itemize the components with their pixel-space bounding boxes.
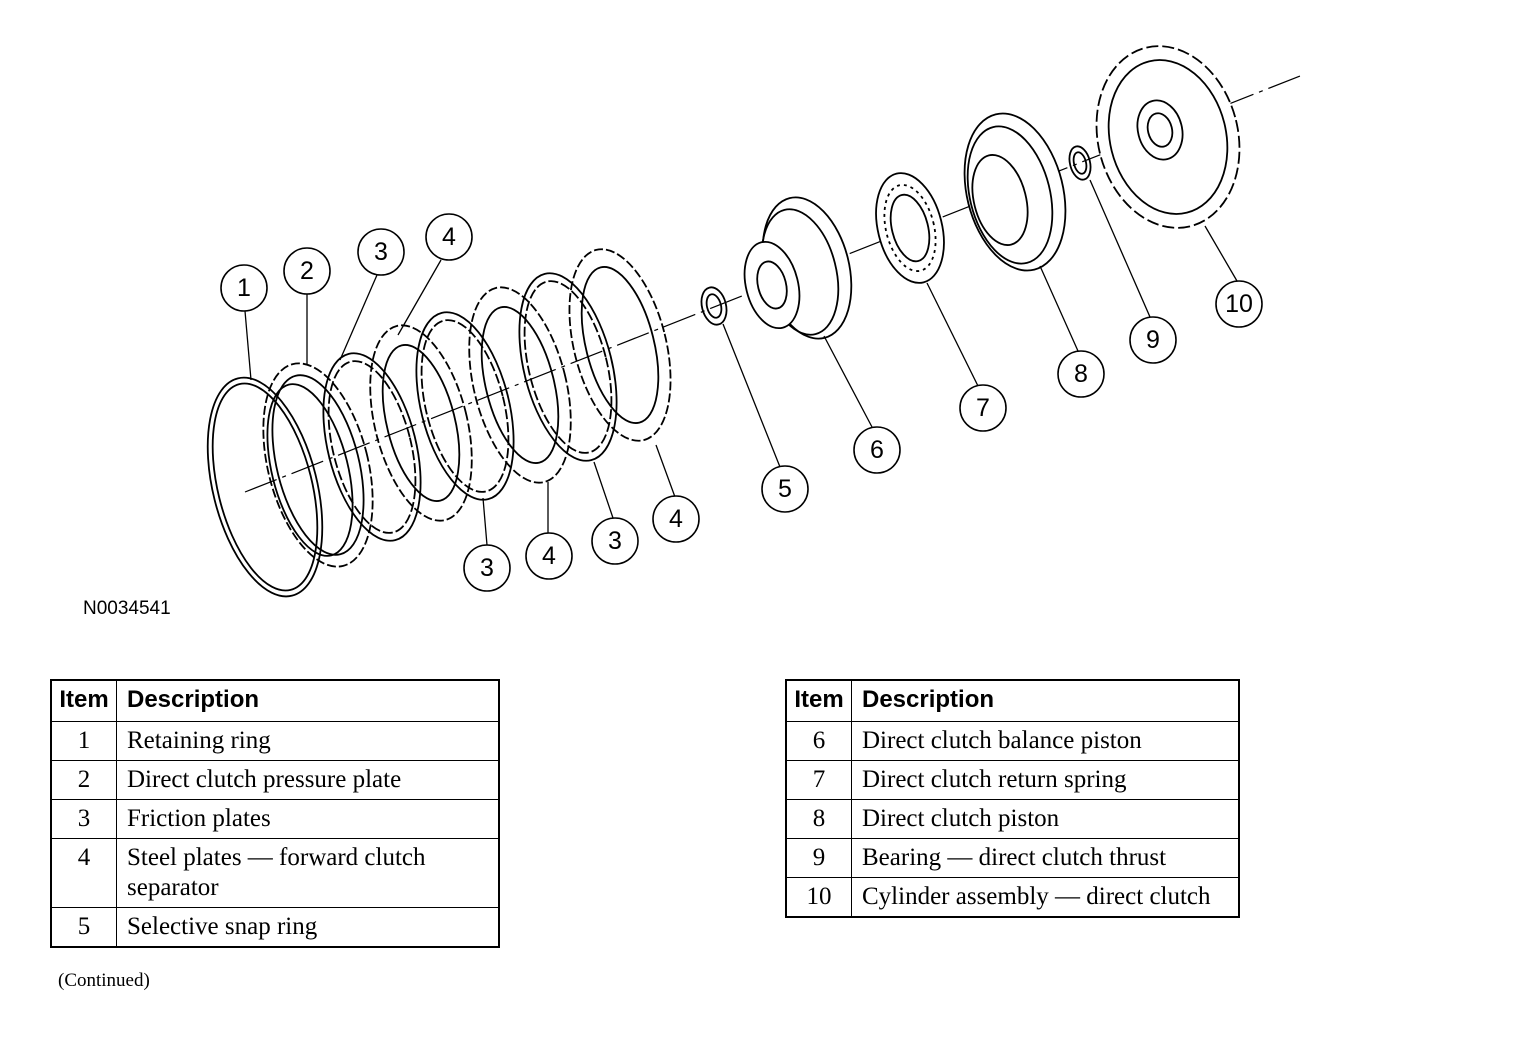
item-number: 6 — [785, 721, 852, 761]
callout-label: 10 — [1225, 290, 1253, 318]
item-number: 3 — [50, 799, 117, 839]
callout: 4 — [425, 213, 473, 261]
part-pressure-plate — [262, 362, 374, 568]
item-number: 8 — [785, 799, 852, 839]
item-description: Direct clutch piston — [851, 799, 1240, 839]
callout: 1 — [220, 264, 268, 312]
callout: 5 — [761, 465, 809, 513]
item-number: 10 — [785, 877, 852, 918]
exploded-view-diagram: 1 2 3 4 3 4 3 4 5 6 7 8 9 10 — [206, 45, 1301, 598]
column-header-description: Description — [116, 679, 500, 722]
callout: 3 — [357, 228, 405, 276]
callout: 10 — [1215, 280, 1263, 328]
callout-label: 5 — [778, 475, 792, 503]
callout: 2 — [283, 247, 331, 295]
callout-label: 3 — [480, 554, 494, 582]
table-header-row: Item Description — [50, 679, 500, 722]
callout: 9 — [1129, 316, 1177, 364]
column-header-item: Item — [50, 679, 117, 722]
callout-label: 8 — [1074, 360, 1088, 388]
column-header-description: Description — [851, 679, 1240, 722]
callout-label: 6 — [870, 436, 884, 464]
callout-label: 9 — [1146, 326, 1160, 354]
part-thrust-bearing — [1068, 145, 1092, 181]
callout-label: 4 — [442, 223, 456, 251]
item-description: Steel plates — forward clutch separator — [116, 838, 500, 908]
part-cylinder-assembly — [1095, 45, 1241, 229]
item-number: 1 — [50, 721, 117, 761]
figure-code: N0034541 — [83, 598, 171, 619]
callout: 3 — [463, 544, 511, 592]
callout: 8 — [1057, 350, 1105, 398]
callout: 7 — [959, 384, 1007, 432]
item-description: Selective snap ring — [116, 907, 500, 948]
column-header-item: Item — [785, 679, 852, 722]
callout: 4 — [652, 495, 700, 543]
callout-label: 7 — [976, 394, 990, 422]
callout: 3 — [591, 517, 639, 565]
item-number: 7 — [785, 760, 852, 800]
callout-label: 4 — [669, 505, 683, 533]
callout-label: 4 — [542, 542, 556, 570]
part-plate-stack — [322, 248, 672, 542]
callout: 6 — [853, 426, 901, 474]
part-piston — [963, 112, 1067, 272]
item-description: Bearing — direct clutch thrust — [851, 838, 1240, 878]
part-snap-ring — [700, 286, 728, 326]
callout-label: 3 — [608, 527, 622, 555]
item-description: Direct clutch balance piston — [851, 721, 1240, 761]
callout-label: 3 — [374, 238, 388, 266]
callout-label: 1 — [237, 274, 251, 302]
callout-label: 2 — [300, 257, 314, 285]
part-balance-piston — [743, 196, 853, 340]
item-number: 4 — [50, 838, 117, 908]
part-return-spring — [875, 172, 945, 284]
continued-note: (Continued) — [58, 970, 150, 991]
item-description: Cylinder assembly — direct clutch — [851, 877, 1240, 918]
item-description: Friction plates — [116, 799, 500, 839]
table-header-row: Item Description — [785, 679, 1240, 722]
callout: 4 — [525, 532, 573, 580]
item-description: Direct clutch return spring — [851, 760, 1240, 800]
item-description: Retaining ring — [116, 721, 500, 761]
item-number: 9 — [785, 838, 852, 878]
leader-lines — [244, 179, 1238, 546]
item-description: Direct clutch pressure plate — [116, 760, 500, 800]
item-number: 5 — [50, 907, 117, 948]
item-number: 2 — [50, 760, 117, 800]
part-retaining-ring — [206, 376, 324, 598]
